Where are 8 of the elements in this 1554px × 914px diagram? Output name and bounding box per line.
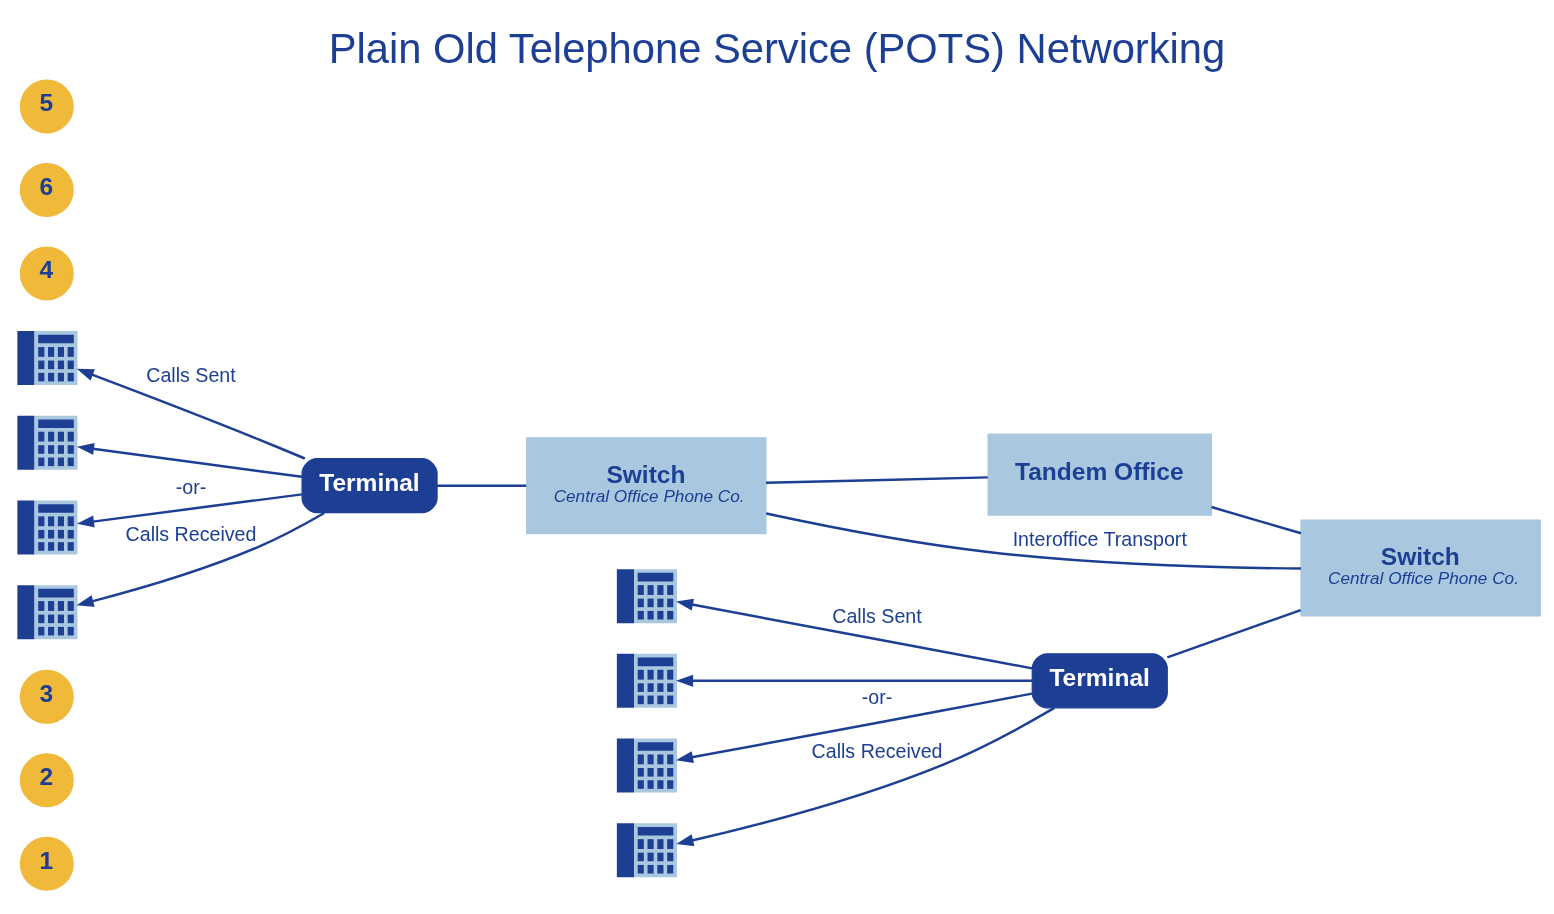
edge-label: Calls Sent <box>832 604 922 627</box>
edge-label: -or- <box>861 685 893 708</box>
edge-label: -or- <box>175 475 207 498</box>
diagram-title: Plain Old Telephone Service (POTS) Networking <box>328 24 1226 72</box>
edge-label: Calls Sent <box>146 363 236 386</box>
edge-label: Interoffice Transport <box>1012 527 1187 550</box>
edge-label: Calls Received <box>125 522 257 545</box>
edge-label: Calls Received <box>811 739 943 762</box>
